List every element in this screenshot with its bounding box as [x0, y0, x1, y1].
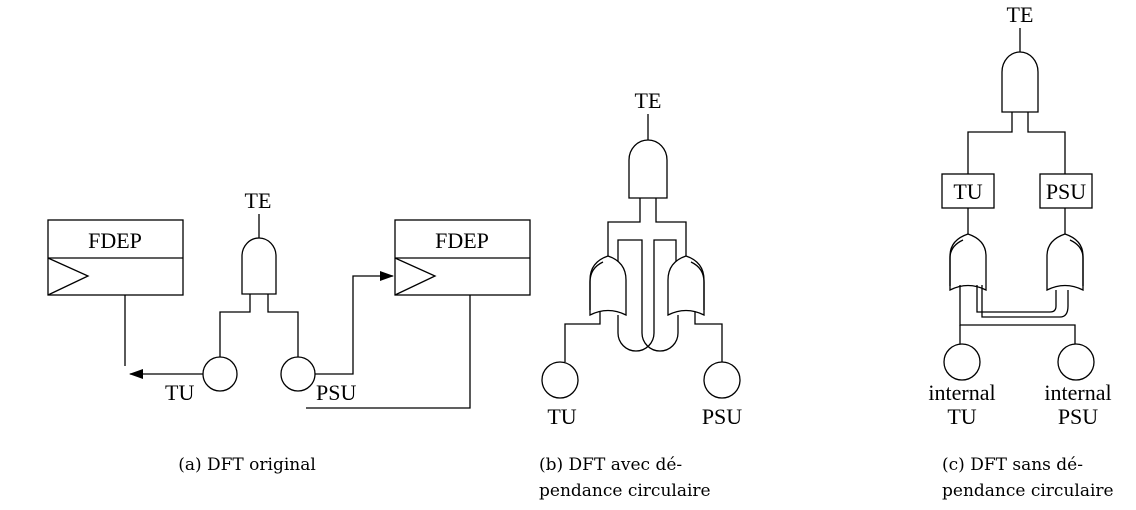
- internal-tu-label-line1: internal: [928, 380, 995, 405]
- fdep-right-dependency: [306, 295, 471, 409]
- and-gate: [241, 237, 277, 295]
- tu-basic-event: [202, 356, 238, 392]
- top-event-label: TE: [245, 188, 272, 213]
- psu-basic-event: [703, 361, 741, 399]
- diagram-a: FDEP FDEP TE TU PSU (a) DFT original: [47, 188, 531, 475]
- or-gate-right: [1046, 233, 1084, 292]
- fdep-left-label: FDEP: [88, 228, 142, 253]
- diagram-c: TE TU PSU internal TU internal PSU (c) D…: [928, 2, 1113, 501]
- tu-label: TU: [547, 404, 576, 429]
- caption-b-line1: (b) DFT avec dé-: [539, 455, 682, 475]
- psu-label: PSU: [316, 380, 356, 405]
- tu-box-label: TU: [953, 179, 982, 204]
- top-event-label: TE: [1007, 2, 1034, 27]
- internal-tu-label-line2: TU: [947, 404, 976, 429]
- psu-label: PSU: [702, 404, 742, 429]
- fdep-gate-left: FDEP: [47, 219, 184, 296]
- caption-c-line1: (c) DFT sans dé-: [942, 455, 1083, 475]
- top-event-label: TE: [635, 88, 662, 113]
- tu-label: TU: [165, 380, 194, 405]
- psu-trigger-line: [315, 271, 394, 375]
- internal-psu-label-line1: internal: [1044, 380, 1111, 405]
- tu-box: [941, 173, 995, 209]
- or-gate-left: [949, 233, 987, 292]
- and-gate: [628, 139, 668, 199]
- caption-b-line2: pendance circulaire: [539, 481, 711, 501]
- internal-psu-label-line2: PSU: [1058, 404, 1098, 429]
- fdep-right-label: FDEP: [435, 228, 489, 253]
- psu-box: [1039, 173, 1093, 209]
- and-gate: [1001, 51, 1039, 113]
- diagram-b: TE TU PSU (b) DFT avec dé- pendance circ…: [539, 88, 742, 501]
- psu-basic-event: [280, 356, 316, 392]
- caption-c-line2: pendance circulaire: [942, 481, 1114, 501]
- or-gate-left: [589, 255, 627, 317]
- internal-tu-basic-event: [943, 343, 981, 381]
- internal-psu-basic-event: [1057, 343, 1095, 381]
- fdep-gate-right: FDEP: [394, 219, 531, 296]
- or-gate-right: [667, 255, 705, 317]
- caption-a: (a) DFT original: [178, 455, 316, 475]
- psu-box-label: PSU: [1046, 179, 1086, 204]
- tu-basic-event: [541, 361, 579, 399]
